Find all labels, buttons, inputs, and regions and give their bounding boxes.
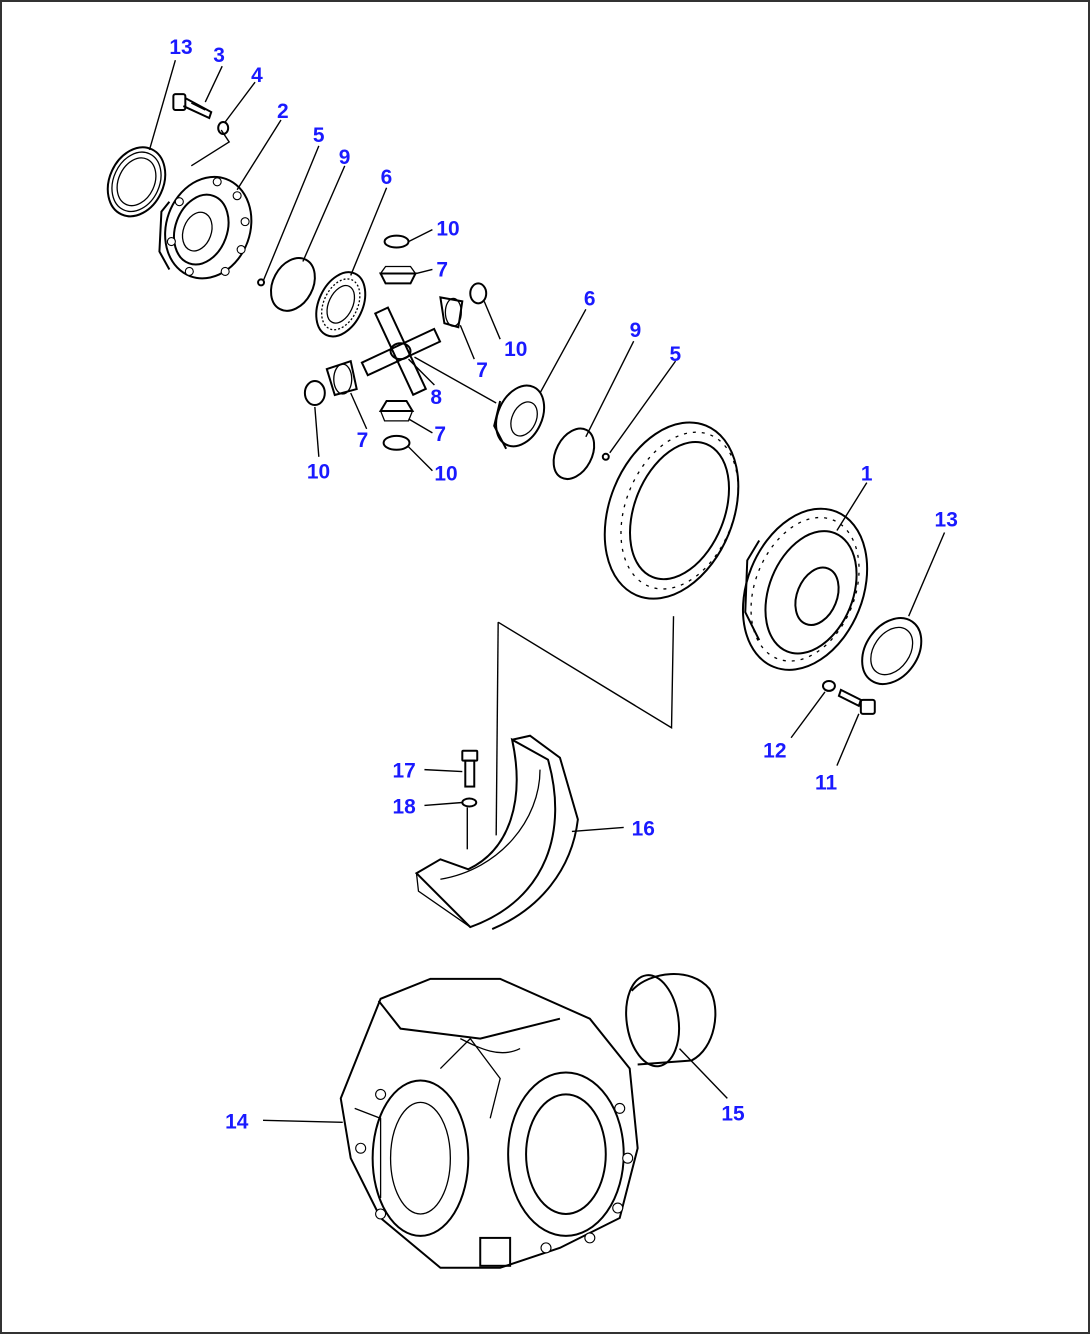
washer-10-right xyxy=(469,282,488,305)
axle-housing-14 xyxy=(339,977,639,1269)
thrust-washer-9-upper xyxy=(269,257,316,312)
callout-10-right: 10 xyxy=(504,338,527,361)
leader-lines xyxy=(148,60,946,1124)
washer-12 xyxy=(821,679,836,692)
callout-6-upper: 6 xyxy=(381,166,393,189)
callout-6-lower: 6 xyxy=(584,287,596,310)
pin-5-lower xyxy=(601,452,610,461)
washer-10-left xyxy=(303,380,326,406)
cover-16 xyxy=(414,734,579,930)
callout-1: 1 xyxy=(861,463,873,486)
pin-5-upper xyxy=(257,278,266,287)
callout-3: 3 xyxy=(213,44,225,67)
bearing-13-lower xyxy=(861,617,923,685)
bolt-3 xyxy=(172,93,213,120)
callout-7-left: 7 xyxy=(357,429,369,452)
carrier-housing-1 xyxy=(741,507,869,671)
washer-18 xyxy=(461,797,478,808)
thrust-washer-9-lower xyxy=(552,427,596,480)
washer-10-top xyxy=(383,234,410,249)
callout-7-right: 7 xyxy=(476,359,488,382)
pinion-7-left xyxy=(325,359,358,397)
ring-gear xyxy=(603,421,740,600)
callout-13-lower: 13 xyxy=(935,509,958,532)
bearing-13-upper xyxy=(106,146,167,218)
callout-11: 11 xyxy=(815,772,837,795)
callout-10-left: 10 xyxy=(307,461,330,484)
callout-10-top: 10 xyxy=(436,218,459,241)
callout-15: 15 xyxy=(721,1102,745,1125)
spider-8 xyxy=(360,306,442,397)
sleeve-15 xyxy=(625,973,717,1068)
callout-10-bottom: 10 xyxy=(434,463,457,486)
callout-4: 4 xyxy=(251,64,263,87)
pinion-7-right xyxy=(439,296,464,329)
callout-5-lower: 5 xyxy=(670,343,682,366)
callout-13-upper: 13 xyxy=(169,36,192,59)
callouts: 13 3 4 2 5 9 6 10 7 10 6 9 5 7 8 7 7 10 … xyxy=(169,36,957,1133)
callout-17: 17 xyxy=(393,760,416,783)
callout-9-upper: 9 xyxy=(339,146,351,169)
side-gear-6-upper xyxy=(315,271,367,338)
callout-18: 18 xyxy=(393,795,416,818)
side-gear-6-lower xyxy=(493,384,546,450)
bolt-17 xyxy=(461,749,479,788)
carrier-half-2 xyxy=(158,175,253,280)
callout-14: 14 xyxy=(225,1110,249,1133)
callout-9-lower: 9 xyxy=(630,319,642,342)
callout-8: 8 xyxy=(430,386,442,409)
callout-7-top: 7 xyxy=(436,258,448,281)
callout-7-bottom: 7 xyxy=(434,423,446,446)
callout-2: 2 xyxy=(277,100,289,123)
pinion-7-top xyxy=(378,265,418,285)
callout-12: 12 xyxy=(763,740,786,763)
pinion-7-bottom xyxy=(378,399,415,422)
bolt-11 xyxy=(837,688,876,715)
assembly-lines xyxy=(190,129,675,850)
callout-5-upper: 5 xyxy=(313,124,325,147)
callout-16: 16 xyxy=(632,817,655,840)
washer-10-bottom xyxy=(382,434,411,451)
